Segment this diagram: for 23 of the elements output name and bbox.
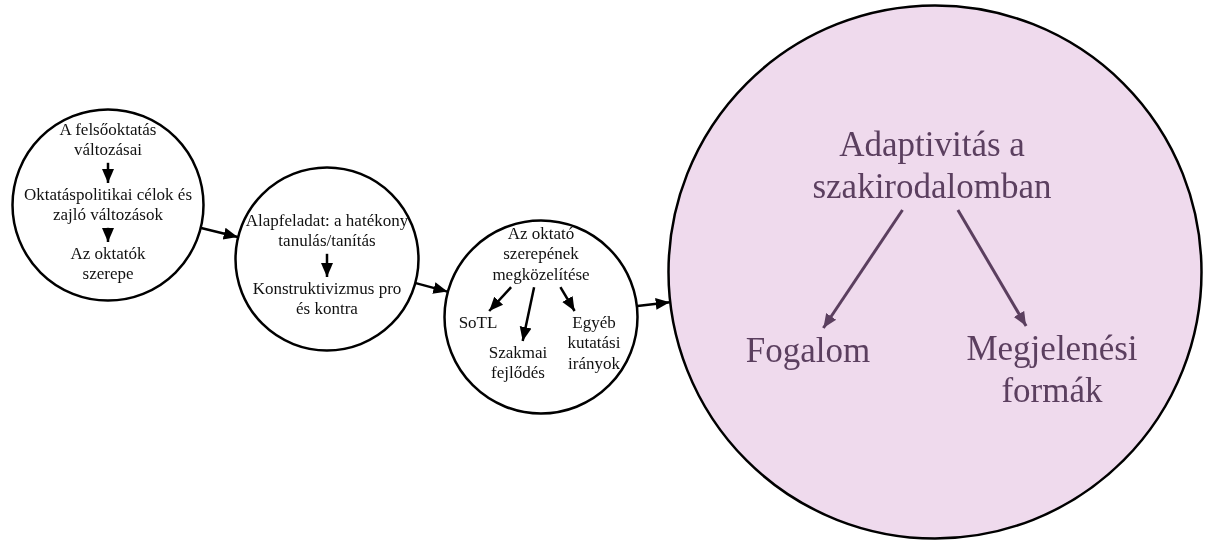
arrow [321,253,333,277]
arrow [102,227,114,242]
arrow [200,226,238,240]
topic-text: Szakmai fejlődés [487,343,549,384]
arrow [637,297,670,310]
topic-text: A felsőoktatás változásai [58,120,158,161]
arrow [102,162,114,183]
topic-text: Adaptivitás a szakirodalomban [811,124,1053,208]
arrow [822,209,904,329]
topic-text: Alapfeladat: a hatékony tanulás/tanítás [244,211,410,252]
topic-text: SoTL [458,313,498,334]
arrow [559,286,576,312]
topic-text: Az oktató szerepének megközelítése [491,224,591,286]
topic-text: Oktatáspolitikai célok és zajló változások [22,185,194,226]
topic-text: Megjelenési formák [965,328,1139,412]
arrow [956,209,1028,327]
topic-text: Fogalom [745,330,871,372]
arrow [519,286,536,342]
topic-text: Az oktatók szerepe [69,244,147,285]
arrow [415,281,448,294]
topic-text: Konstruktivizmus pro és kontra [252,279,402,320]
topic-text: Egyéb kutatási irányok [566,313,622,375]
arrow [488,286,512,312]
